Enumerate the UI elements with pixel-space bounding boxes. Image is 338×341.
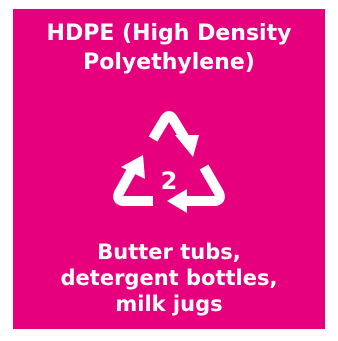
plastic-type-title: HDPE (High Density Polyethylene) xyxy=(13,19,325,77)
arrowhead-top-icon xyxy=(175,135,199,157)
arrowhead-bottom-icon xyxy=(167,189,187,213)
title-line-1: HDPE (High Density xyxy=(46,21,292,46)
caption-line-2: detergent bottles, xyxy=(60,266,278,290)
arrow-right-icon xyxy=(185,164,225,206)
arrow-top-icon xyxy=(148,111,192,145)
caption-line-3: milk jugs xyxy=(115,292,223,316)
arrow-left-icon xyxy=(113,165,153,206)
arrowhead-left-icon xyxy=(121,155,145,179)
recycling-code-card: HDPE (High Density Polyethylene) 2 Butte… xyxy=(13,9,325,329)
title-line-2: Polyethylene) xyxy=(83,50,255,75)
resin-code-number: 2 xyxy=(161,167,178,195)
recycling-triangle-icon: 2 xyxy=(113,111,225,213)
example-products-caption: Butter tubs, detergent bottles, milk jug… xyxy=(13,239,325,317)
caption-line-1: Butter tubs, xyxy=(97,240,241,264)
